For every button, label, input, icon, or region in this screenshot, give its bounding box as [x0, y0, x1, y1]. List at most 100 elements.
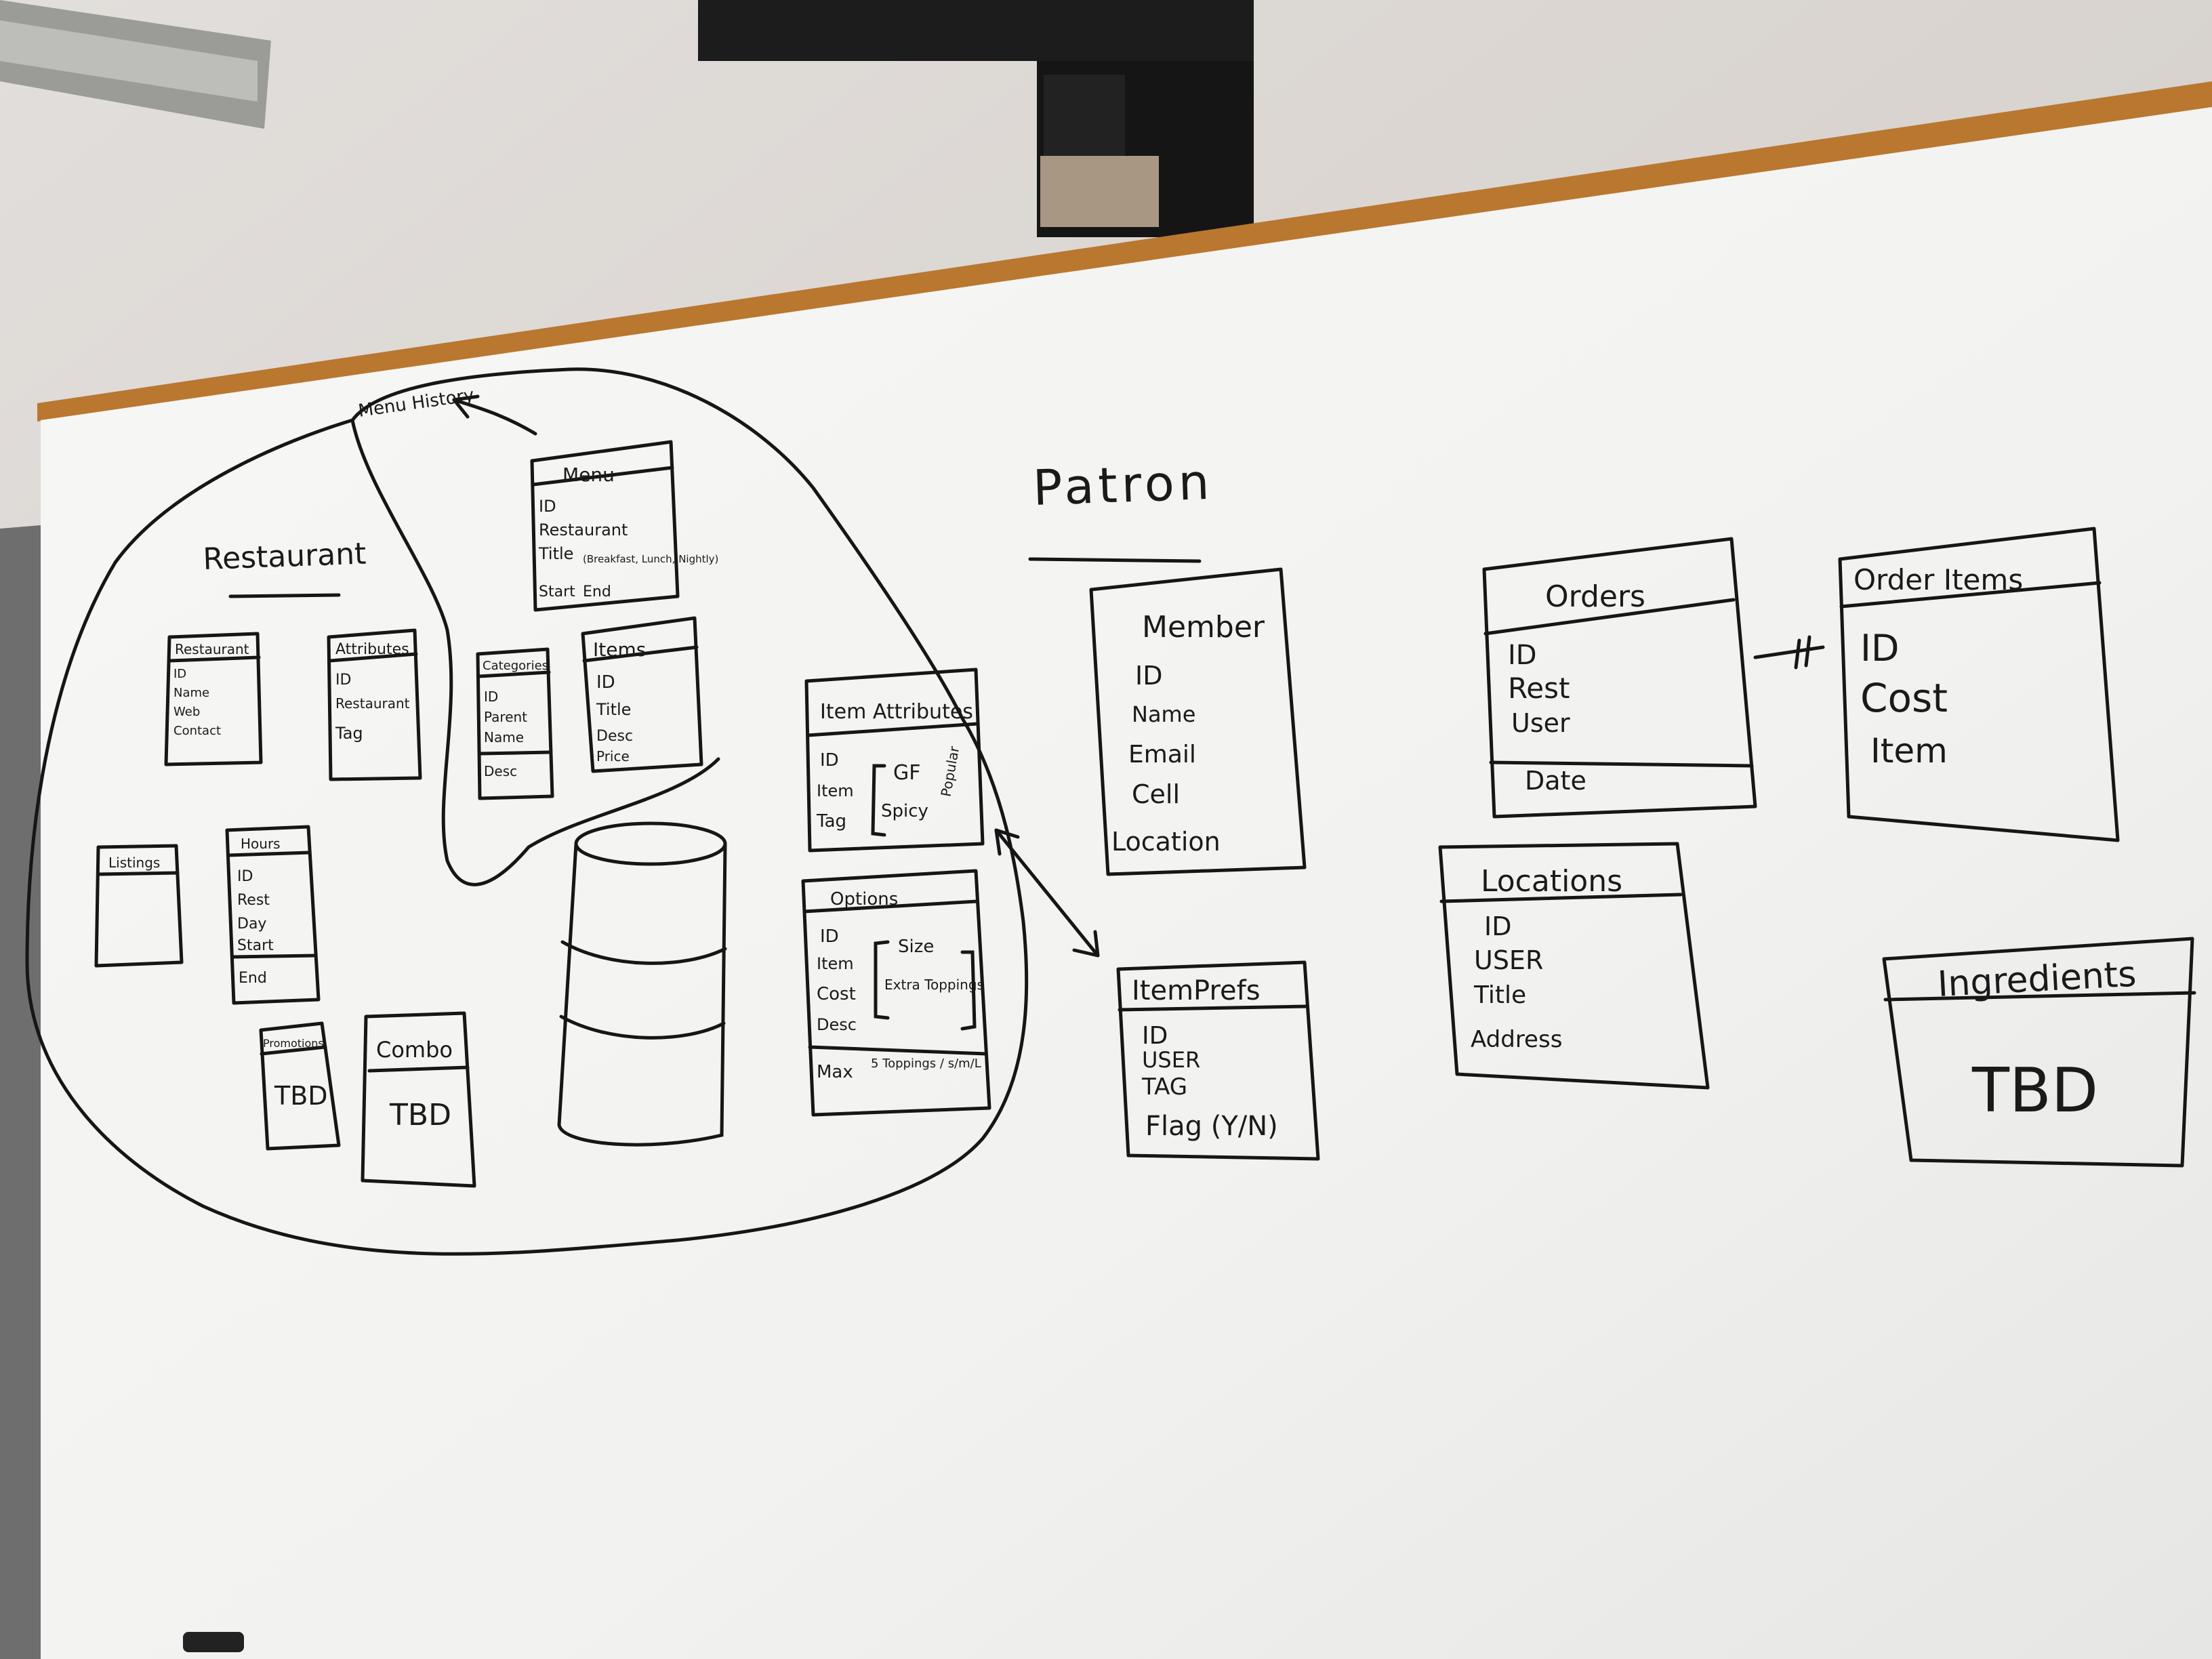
options-footer-left: Max — [817, 1062, 853, 1082]
attributes-field: ID — [335, 672, 351, 689]
menu-table: Menu ID Restaurant Title (Breakfast, Lun… — [530, 440, 718, 612]
restaurant-field: ID — [173, 667, 186, 681]
promotions-body: TBD — [274, 1081, 328, 1111]
options-field: ID — [820, 926, 839, 947]
options-footer-right: 5 Toppings / s/m/L — [871, 1057, 981, 1071]
menu-field: End — [583, 583, 611, 600]
item-attributes-field: Item — [817, 781, 854, 800]
options-field: Item — [817, 954, 854, 973]
item-prefs-field: TAG — [1141, 1073, 1187, 1101]
promotions-table: Promotions TBD — [259, 1021, 341, 1151]
hours-title: Hours — [241, 836, 281, 852]
whiteboard — [41, 107, 2212, 1659]
categories-field: ID — [484, 689, 498, 705]
locations-field: Title — [1473, 981, 1526, 1009]
items-field: Price — [596, 748, 630, 764]
restaurant-heading: Restaurant — [203, 537, 367, 577]
restaurant-boundary — [25, 367, 1029, 1256]
menu-title-note: (Breakfast, Lunch, Nightly) — [583, 553, 718, 565]
listings-table: Listings — [94, 844, 184, 968]
member-field: ID — [1135, 661, 1162, 691]
database-cylinder-icon — [557, 821, 727, 1147]
restaurant-table: Restaurant ID Name Web Contact — [164, 632, 263, 766]
hours-footer: End — [239, 970, 267, 987]
options-field: Desc — [817, 1015, 857, 1034]
combo-body: TBD — [389, 1098, 451, 1132]
wall-plate — [1040, 156, 1159, 227]
orders-field: Rest — [1508, 672, 1570, 705]
locations-field: Address — [1471, 1026, 1562, 1053]
menu-field: Start — [539, 583, 575, 600]
categories-footer: Desc — [484, 763, 517, 779]
options-choice: Extra Toppings — [884, 977, 984, 993]
relationship-arrow — [994, 828, 1100, 958]
categories-table: Categories ID Parent Name Desc — [476, 647, 554, 800]
item-prefs-title: ItemPrefs — [1132, 975, 1261, 1006]
projector — [698, 0, 1254, 61]
item-prefs-table: ItemPrefs ID USER TAG Flag (Y/N) — [1116, 960, 1320, 1161]
items-table: Items ID Title Desc Price — [581, 616, 703, 773]
attributes-field: Restaurant — [335, 695, 410, 712]
orders-footer: Date — [1525, 766, 1586, 796]
categories-title: Categories — [483, 659, 548, 673]
member-field: Location — [1111, 827, 1221, 857]
orders-title: Orders — [1545, 579, 1645, 614]
hours-field: ID — [237, 868, 253, 885]
items-field: Desc — [596, 728, 633, 745]
orders-field: User — [1511, 708, 1570, 738]
member-title: Member — [1142, 610, 1265, 644]
restaurant-title: Restaurant — [175, 641, 249, 657]
ingredients-body: TBD — [1971, 1055, 2098, 1126]
item-prefs-field: USER — [1142, 1047, 1200, 1073]
combo-table: Combo TBD — [361, 1011, 476, 1188]
order-items-title: Order Items — [1853, 563, 2023, 596]
locations-title: Locations — [1481, 864, 1622, 899]
hours-table: Hours ID Rest Day Start End — [225, 825, 321, 1005]
restaurant-field: Web — [173, 705, 200, 719]
patron-heading: Patron — [1032, 453, 1214, 516]
marker — [183, 1632, 244, 1652]
categories-field: Name — [484, 729, 524, 745]
member-field: Name — [1132, 701, 1195, 727]
combo-title: Combo — [376, 1037, 453, 1063]
menu-field: ID — [539, 497, 556, 516]
attributes-field: Tag — [335, 724, 363, 743]
ingredients-table: Ingredients TBD — [1882, 937, 2196, 1168]
item-attributes-field: Tag — [816, 811, 846, 832]
item-attributes-title: Item Attributes — [820, 700, 973, 724]
orders-connector — [1753, 635, 1825, 670]
restaurant-field: Name — [173, 686, 209, 700]
promotions-title: Promotions — [263, 1037, 324, 1050]
item-attributes-tag: GF — [893, 761, 921, 785]
locations-table: Locations ID USER Title Address — [1438, 842, 1710, 1090]
locations-field: USER — [1474, 945, 1543, 975]
member-field: Email — [1128, 741, 1196, 769]
order-items-table: Order Items ID Cost Item — [1838, 527, 2120, 842]
items-field: ID — [596, 672, 615, 693]
options-field: Cost — [817, 984, 856, 1004]
categories-field: Parent — [484, 709, 527, 725]
item-prefs-field: Flag (Y/N) — [1145, 1111, 1278, 1142]
options-table: Options ID Item Cost Desc Size Extra Top… — [801, 869, 991, 1117]
member-table: Member ID Name Email Cell Location — [1089, 567, 1307, 876]
order-items-field: ID — [1860, 627, 1900, 670]
order-items-field: Cost — [1860, 675, 1948, 721]
restaurant-field: Contact — [173, 724, 221, 738]
item-prefs-field: ID — [1142, 1022, 1168, 1050]
menu-field: Restaurant — [539, 520, 628, 539]
options-title: Options — [830, 889, 898, 909]
menu-field: Title — [538, 544, 573, 563]
hours-field: Start — [237, 937, 274, 954]
options-choice: Size — [898, 937, 934, 957]
hours-field: Day — [237, 916, 266, 933]
items-title: Items — [593, 638, 646, 661]
items-field: Title — [596, 700, 631, 719]
orders-table: Orders ID Rest User Date — [1482, 537, 1757, 819]
marker-tray — [37, 81, 2212, 422]
menu-history-boundary — [350, 418, 720, 886]
order-items-field: Item — [1870, 731, 1948, 771]
item-attributes-field: ID — [820, 750, 839, 771]
item-attributes-tag: Spicy — [881, 801, 928, 821]
menu-title: Menu — [562, 464, 615, 486]
